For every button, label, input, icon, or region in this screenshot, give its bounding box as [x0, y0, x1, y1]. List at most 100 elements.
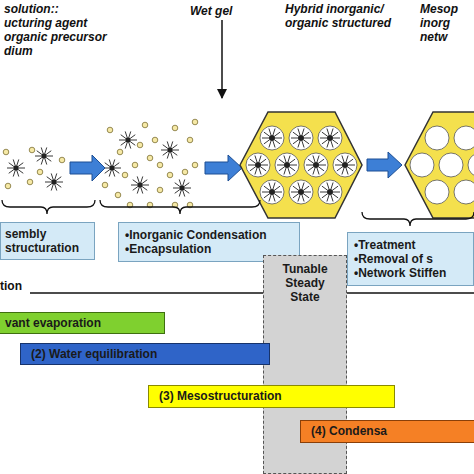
step-box: semblystructuration [0, 222, 95, 260]
surfactant-tail [264, 194, 270, 198]
micelle-drawing [3, 119, 198, 208]
pore [318, 126, 342, 150]
precursor-dot [182, 169, 188, 175]
surfactant-tail [37, 158, 42, 162]
micelle-core [137, 182, 142, 187]
surfactant-tail [163, 145, 168, 149]
surfactant-tail [172, 145, 177, 149]
surfactant-tail [45, 147, 47, 153]
micelle [291, 182, 311, 201]
surfactant-tail [264, 132, 270, 136]
surfactant-tail [274, 132, 280, 136]
surfactant-tail [41, 159, 43, 165]
node-text: •Treatment [354, 238, 467, 252]
micelle [35, 147, 53, 164]
surfactant-tail [318, 159, 324, 163]
surfactant-tail [51, 185, 53, 191]
pore [333, 153, 357, 177]
surfactant-tail [19, 168, 25, 169]
surfactant-tail [46, 158, 51, 162]
micelle-core [179, 185, 184, 190]
precursor-dot [187, 137, 193, 143]
surfactant-tail [322, 132, 328, 136]
text-label: ucturing agent [4, 16, 87, 30]
surfactant-tail [322, 194, 328, 198]
surfactant-tail [303, 194, 309, 198]
precursor-dot [192, 162, 198, 168]
surfactant-tail [332, 194, 338, 198]
surfactant-tail [288, 168, 290, 175]
precursor-dot [137, 142, 143, 148]
micelle-core [327, 189, 333, 195]
surfactant-tail [346, 155, 348, 162]
surfactant-tail [46, 151, 51, 155]
micelle [173, 179, 191, 196]
surfactant-tail [284, 155, 286, 162]
brace [100, 200, 260, 214]
surfactant-tail [298, 195, 300, 202]
precursor-dot [147, 155, 153, 161]
micelle [262, 182, 282, 201]
precursor-dot [3, 149, 9, 155]
surfactant-tail [335, 165, 342, 166]
pore [275, 153, 299, 177]
surfactant-tail [298, 141, 300, 148]
precursor-dot [157, 162, 163, 168]
surfactant-tail [347, 167, 353, 171]
surfactant-tail [125, 131, 127, 137]
surfactant-tail [337, 167, 343, 171]
node-text: (3) Mesostructuration [159, 389, 384, 403]
surfactant-tail [333, 192, 340, 193]
surfactant-tail [293, 186, 299, 190]
micelle-core [167, 147, 172, 152]
surfactant-tail [331, 195, 333, 202]
surfactant-tail [161, 150, 167, 151]
micelle-core [109, 165, 114, 170]
surfactant-tail [291, 138, 298, 139]
surfactant-tail [262, 192, 269, 193]
surfactant-tail [17, 159, 19, 165]
micelle-core [327, 135, 333, 141]
surfactant-tail [319, 165, 326, 166]
surfactant-tail [291, 192, 298, 193]
surfactant-tail [269, 182, 271, 189]
surfactant-tail [260, 159, 266, 163]
node-text: •Network Stiffen [354, 266, 467, 280]
micelle-core [41, 153, 46, 158]
surfactant-tail [37, 151, 42, 155]
surfactant-tail [41, 147, 43, 153]
pore [289, 126, 313, 150]
text-label: dium [4, 44, 33, 58]
surfactant-tail [7, 168, 13, 169]
precursor-dot [59, 157, 65, 163]
node-text: structuration [5, 241, 90, 255]
surfactant-tail [109, 159, 111, 165]
surfactant-tail [327, 195, 329, 202]
surfactant-tail [130, 135, 135, 139]
precursor-dot [157, 187, 163, 193]
time-axis [30, 292, 474, 294]
text-label: tion [0, 279, 22, 293]
surfactant-tail [172, 152, 177, 156]
surfactant-tail [143, 185, 149, 186]
precursor-dot [29, 147, 35, 153]
surfactant-tail [274, 186, 280, 190]
surfactant-tail [264, 186, 270, 190]
surfactant-tail [47, 177, 52, 181]
surfactant-tail [308, 167, 314, 171]
surfactant-tail [185, 188, 191, 189]
pointer-arrow [221, 20, 223, 98]
surfactant-tail [348, 165, 355, 166]
surfactant-tail [125, 143, 127, 149]
surfactant-tail [347, 159, 353, 163]
surfactant-tail [318, 167, 324, 171]
brace [2, 200, 95, 214]
empty-pore [454, 126, 474, 150]
surfactant-tail [113, 171, 115, 177]
surfactant-tail [133, 187, 138, 191]
surfactant-tail [273, 182, 275, 189]
surfactant-tail [273, 141, 275, 148]
micelle [131, 176, 149, 193]
surfactant-tail [332, 132, 338, 136]
surfactant-tail [275, 138, 282, 139]
